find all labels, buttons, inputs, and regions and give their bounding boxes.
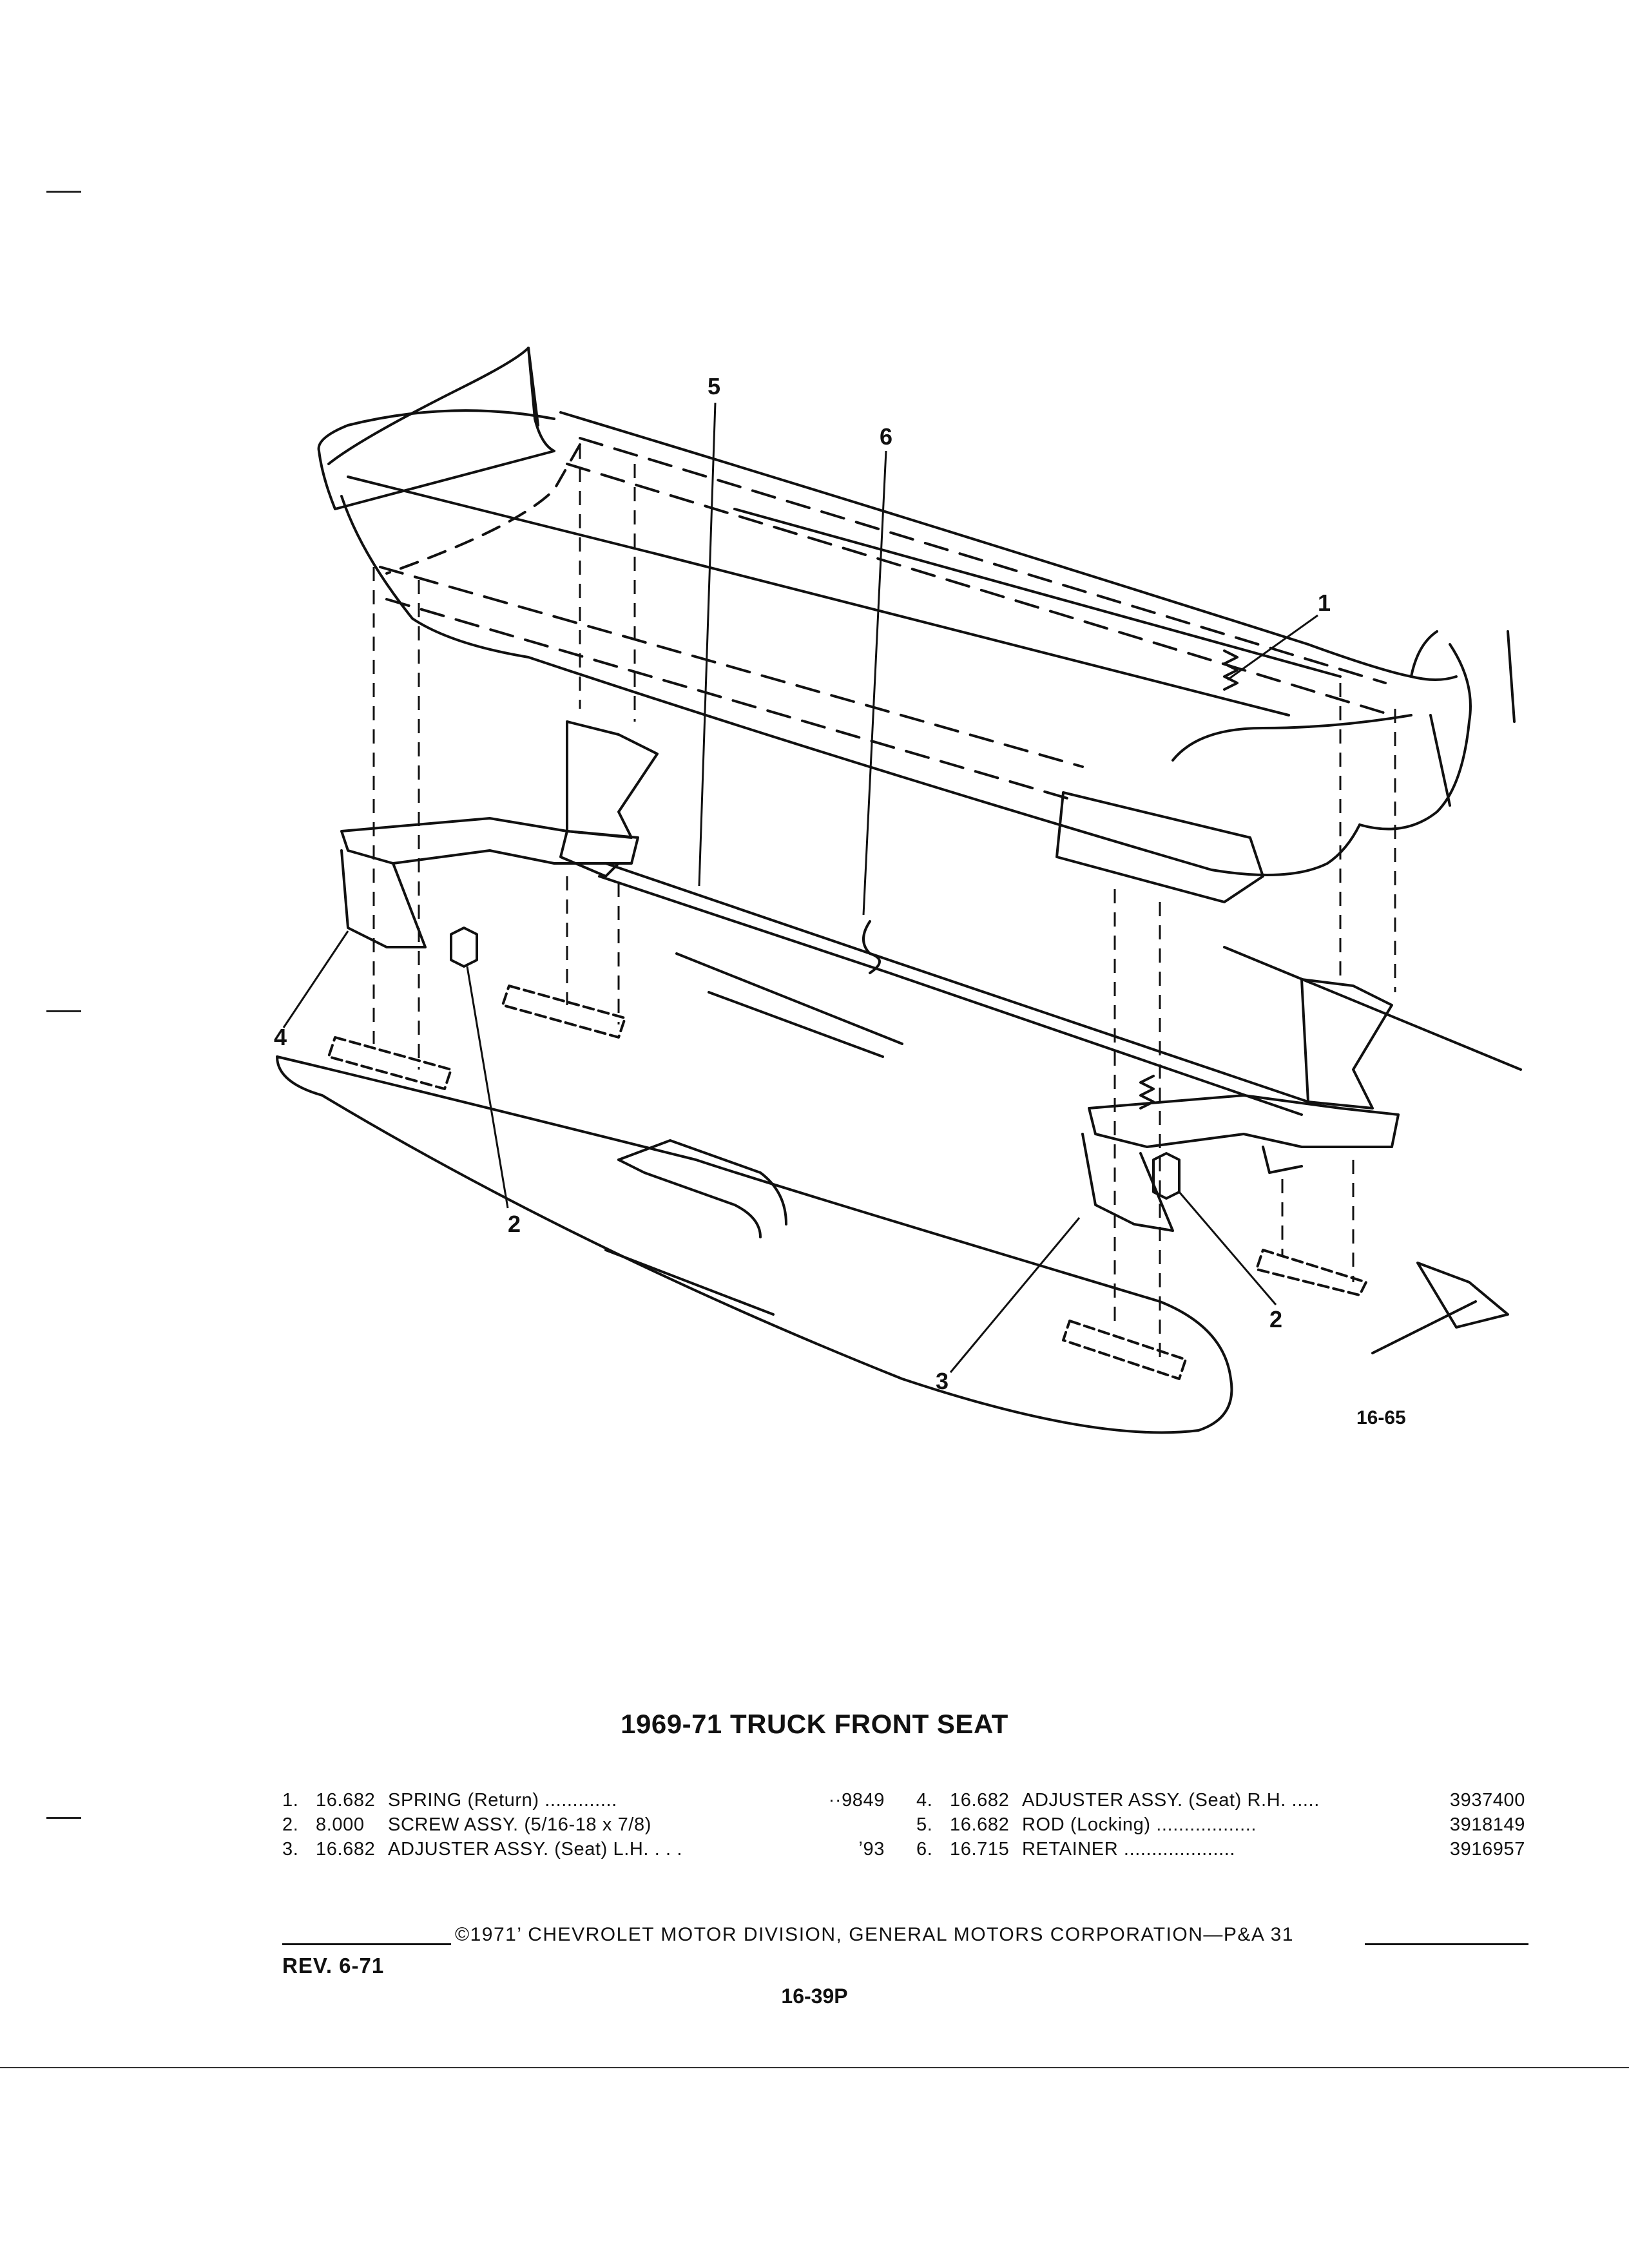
parts-row: 6. 16.715 RETAINER .................... …: [916, 1839, 1525, 1863]
parts-row: 1. 16.682 SPRING (Return) ............. …: [282, 1790, 885, 1814]
part-description: ADJUSTER ASSY. (Seat) R.H. .....: [1022, 1790, 1320, 1811]
part-description: SPRING (Return) .............: [388, 1790, 617, 1811]
item-number: 1.: [282, 1790, 299, 1811]
item-number: 3.: [282, 1839, 299, 1860]
copyright-line: ©1971’ CHEVROLET MOTOR DIVISION, GENERAL…: [455, 1924, 1294, 1945]
part-description: ADJUSTER ASSY. (Seat) L.H. . . .: [388, 1839, 683, 1860]
item-number: 6.: [916, 1839, 933, 1860]
callout-label: 1: [1318, 590, 1331, 616]
parts-row: 4. 16.682 ADJUSTER ASSY. (Seat) R.H. ...…: [916, 1790, 1525, 1814]
parts-row: 5. 16.682 ROD (Locking) ................…: [916, 1814, 1525, 1839]
footer-rule: [1365, 1943, 1528, 1945]
callout-label: 6: [880, 423, 892, 450]
page-number: 16-39P: [781, 1984, 848, 2008]
parts-list-right: 4. 16.682 ADJUSTER ASSY. (Seat) R.H. ...…: [916, 1790, 1525, 1863]
callout-label: 4: [274, 1024, 287, 1050]
group-number: 16.682: [950, 1790, 1010, 1811]
margin-mark: [46, 1817, 81, 1819]
revision-label: REV. 6-71: [282, 1954, 385, 1977]
parts-row: 3. 16.682 ADJUSTER ASSY. (Seat) L.H. . .…: [282, 1839, 885, 1863]
footer-rule: [282, 1943, 451, 1945]
part-number: ʼ93: [858, 1839, 885, 1860]
group-number: 8.000: [316, 1814, 365, 1835]
parts-list-left: 1. 16.682 SPRING (Return) ............. …: [282, 1790, 885, 1863]
part-description: RETAINER ....................: [1022, 1839, 1236, 1860]
part-number: ··9849: [828, 1790, 885, 1811]
margin-mark: [46, 1010, 81, 1012]
group-number: 16.682: [316, 1790, 376, 1811]
part-description: ROD (Locking) ..................: [1022, 1814, 1257, 1835]
item-number: 5.: [916, 1814, 933, 1835]
item-number: 2.: [282, 1814, 299, 1835]
margin-mark: [46, 191, 81, 193]
group-number: 16.682: [950, 1814, 1010, 1835]
seat-exploded-diagram: 5 6 1 4 2 2 3 16-65: [274, 347, 1522, 1434]
part-description: SCREW ASSY. (5/16-18 x 7/8): [388, 1814, 651, 1835]
callout-label: 2: [1269, 1306, 1282, 1332]
callout-label: 5: [708, 373, 720, 399]
page-title: 1969-71 TRUCK FRONT SEAT: [621, 1709, 1008, 1739]
figure-number: 16-65: [1356, 1407, 1406, 1428]
group-number: 16.715: [950, 1839, 1010, 1860]
callout-label: 3: [936, 1368, 949, 1394]
scan-edge-line: [0, 2067, 1629, 2068]
part-number: 3918149: [1449, 1814, 1525, 1835]
part-number: 3937400: [1449, 1790, 1525, 1811]
part-number: 3916957: [1449, 1839, 1525, 1860]
callout-label: 2: [508, 1211, 521, 1237]
item-number: 4.: [916, 1790, 933, 1811]
parts-row: 2. 8.000 SCREW ASSY. (5/16-18 x 7/8): [282, 1814, 885, 1839]
group-number: 16.682: [316, 1839, 376, 1860]
